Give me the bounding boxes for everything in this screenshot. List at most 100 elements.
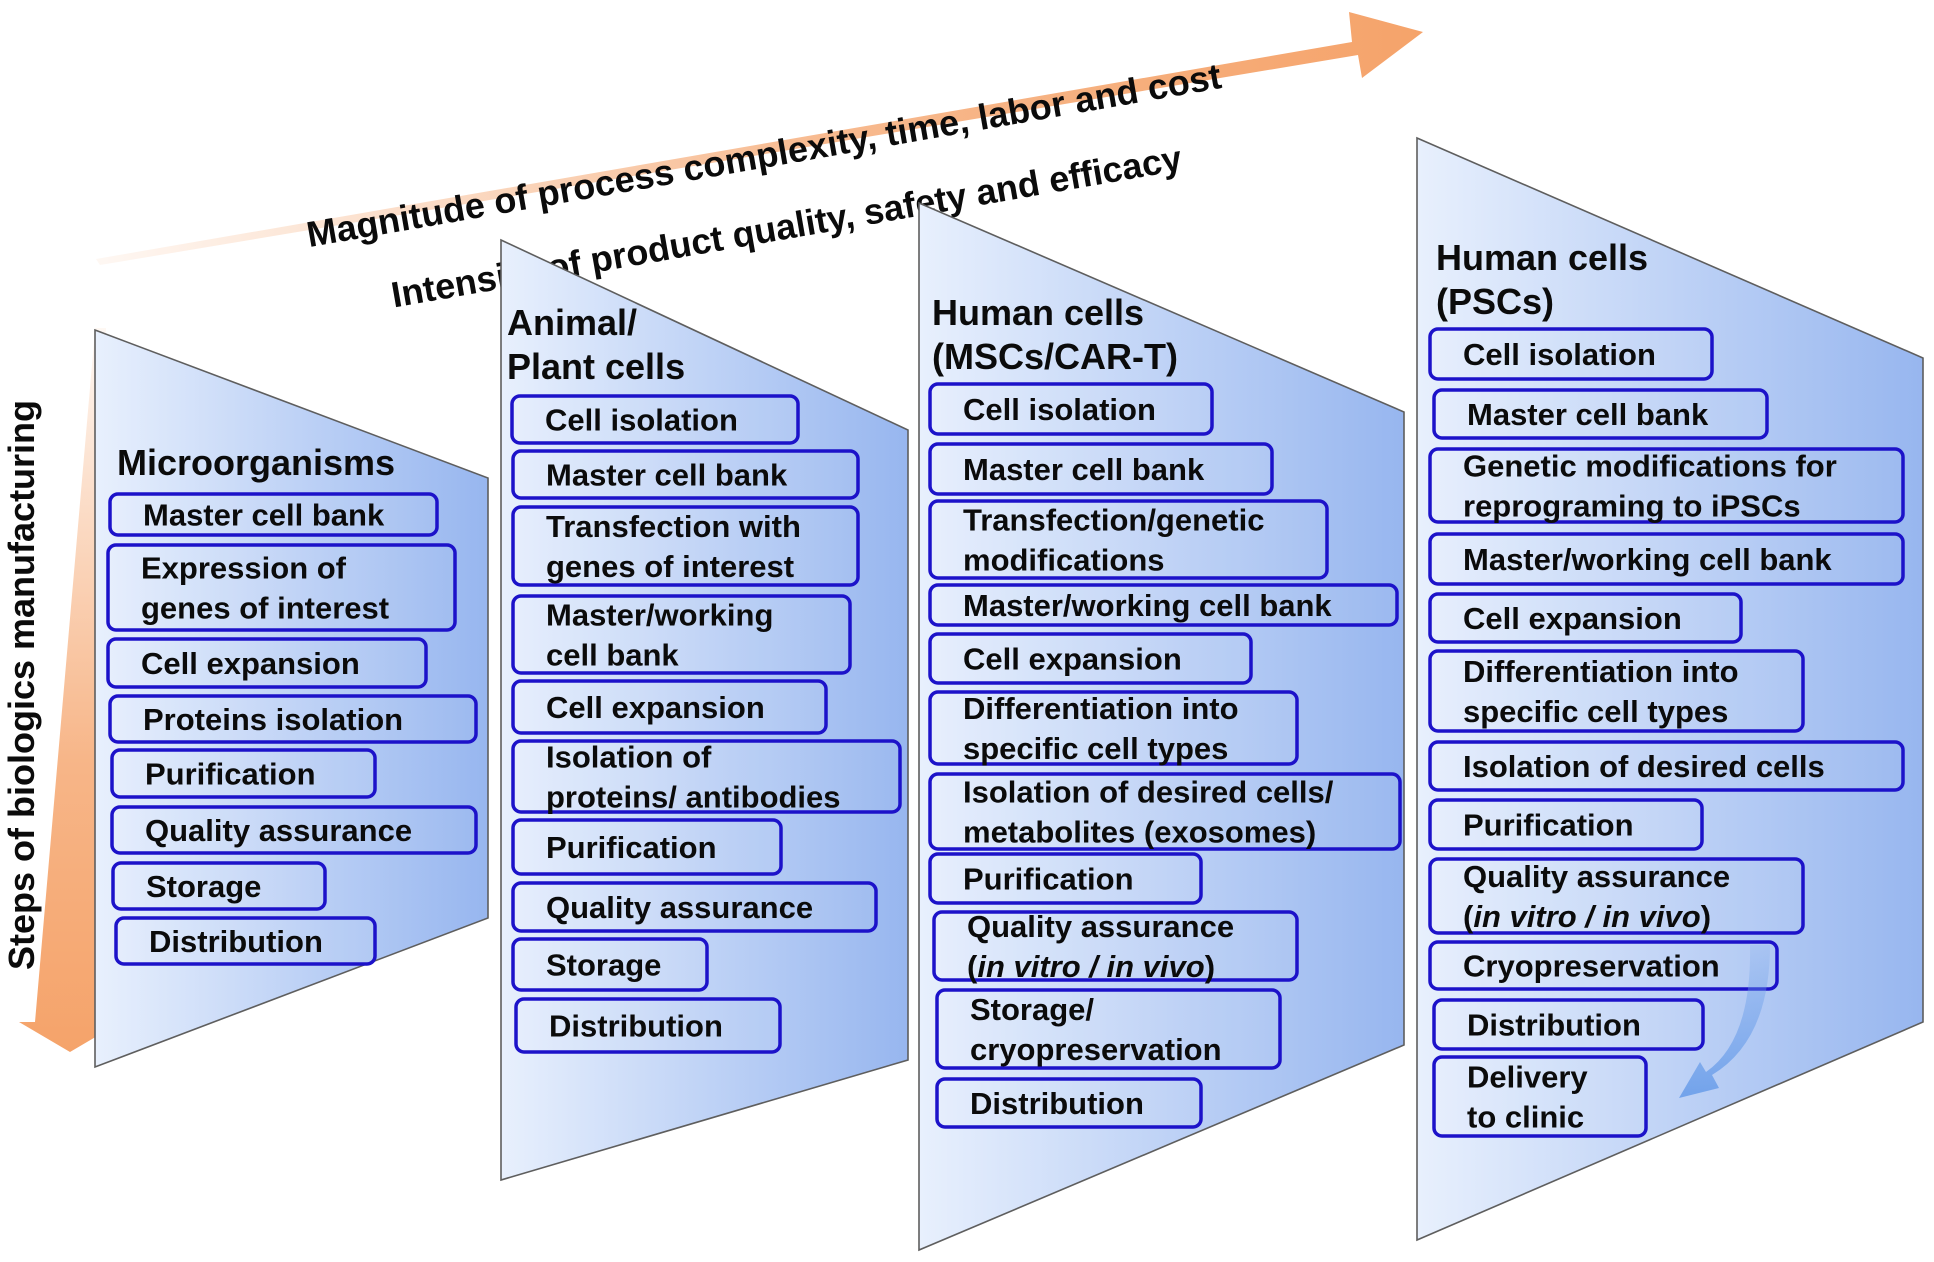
panel-3: Human cells(MSCs/CAR-T) Cell isolationMas…: [918, 201, 1405, 1252]
step-label: Cell expansion: [1463, 601, 1682, 636]
step-border: [1428, 857, 1805, 935]
step-border: [110, 805, 478, 855]
step-border: [928, 632, 1253, 685]
complexity-arrow: [96, 12, 1423, 265]
step-box: Distribution: [1432, 998, 1705, 1051]
step-label: Distribution: [970, 1086, 1144, 1121]
panel-background: [500, 238, 909, 1182]
step-label: Isolation of desired cells: [1463, 749, 1825, 784]
step-border: [511, 818, 783, 876]
step-label: Cell isolation: [1463, 337, 1656, 372]
panel-title: Human cells(MSCs/CAR-T): [932, 292, 1178, 377]
step-label: Quality assurance(in vitro / in vivo): [1463, 859, 1730, 934]
step-label: Master cell bank: [1467, 397, 1709, 432]
step-box: Proteins isolation: [108, 694, 478, 744]
step-box: Cell isolation: [510, 394, 800, 445]
step-box: Quality assurance: [511, 881, 878, 933]
step-label: Purification: [546, 830, 717, 865]
step-border: [511, 594, 852, 675]
step-label: Storage: [146, 869, 261, 904]
step-border: [1432, 1055, 1648, 1138]
step-label: Cell expansion: [141, 646, 360, 681]
step-border: [1428, 592, 1743, 644]
panel-background: [1416, 136, 1924, 1242]
step-border: [1428, 532, 1905, 586]
step-border: [1428, 740, 1905, 792]
step-border: [935, 988, 1282, 1070]
step-box: Purification: [110, 748, 377, 799]
panel-background: [94, 328, 489, 1069]
step-box: Cell expansion: [106, 637, 428, 689]
step-box: Distribution: [114, 916, 377, 966]
step-border: [511, 739, 902, 814]
step-border: [106, 543, 457, 632]
step-box: Storage: [111, 861, 327, 911]
step-label: Storage: [546, 948, 661, 983]
step-box: Cell isolation: [928, 382, 1214, 436]
step-border: [110, 748, 377, 799]
step-box: Purification: [928, 852, 1203, 905]
step-border: [111, 861, 327, 911]
step-border: [106, 637, 428, 689]
step-border: [928, 442, 1274, 496]
step-box: Master/working cell bank: [1428, 532, 1905, 586]
step-label: Cell isolation: [963, 392, 1156, 427]
panel-title: Animal/Plant cells: [507, 302, 685, 387]
step-label: Storage/cryopreservation: [970, 992, 1222, 1067]
step-label: Master cell bank: [963, 452, 1205, 487]
curved-arrow-icon: [1679, 945, 1770, 1098]
step-label: Distribution: [1467, 1008, 1641, 1043]
step-box: Master/working cell bank: [928, 583, 1399, 627]
step-label: Master/working cell bank: [1463, 542, 1832, 577]
step-box: Master cell bank: [511, 449, 860, 500]
step-label: Cell expansion: [963, 642, 1182, 677]
step-border: [511, 679, 828, 735]
step-border: [928, 499, 1329, 580]
step-border: [1428, 940, 1779, 991]
step-label: Purification: [145, 757, 316, 792]
step-border: [928, 772, 1402, 851]
step-label: Master cell bank: [143, 498, 385, 533]
step-label: Purification: [963, 862, 1134, 897]
step-border: [1428, 447, 1905, 524]
step-label: Cryopreservation: [1463, 949, 1720, 984]
step-box: Purification: [511, 818, 783, 876]
step-box: Master cell bank: [1432, 388, 1769, 440]
step-label: Quality assurance(in vitro / in vivo): [967, 909, 1234, 984]
step-label: Purification: [1463, 808, 1634, 843]
step-label: Master cell bank: [546, 458, 788, 493]
step-border: [1432, 388, 1769, 440]
step-border: [1428, 798, 1704, 851]
step-box: Cryopreservation: [1428, 940, 1779, 991]
step-border: [1428, 649, 1805, 733]
step-box: Storage/cryopreservation: [935, 988, 1282, 1070]
steps-arrow-label: Steps of biologics manufacturing: [1, 400, 42, 970]
step-border: [928, 382, 1214, 436]
step-box: Storage: [511, 937, 709, 992]
step-border: [108, 694, 478, 744]
step-border: [1428, 327, 1714, 381]
step-border: [928, 852, 1203, 905]
step-label: Isolation of desired cells/metabolites (…: [963, 775, 1334, 850]
step-box: Isolation of desired cells/metabolites (…: [928, 772, 1402, 851]
step-box: Cell expansion: [928, 632, 1253, 685]
step-label: Distribution: [549, 1009, 723, 1044]
